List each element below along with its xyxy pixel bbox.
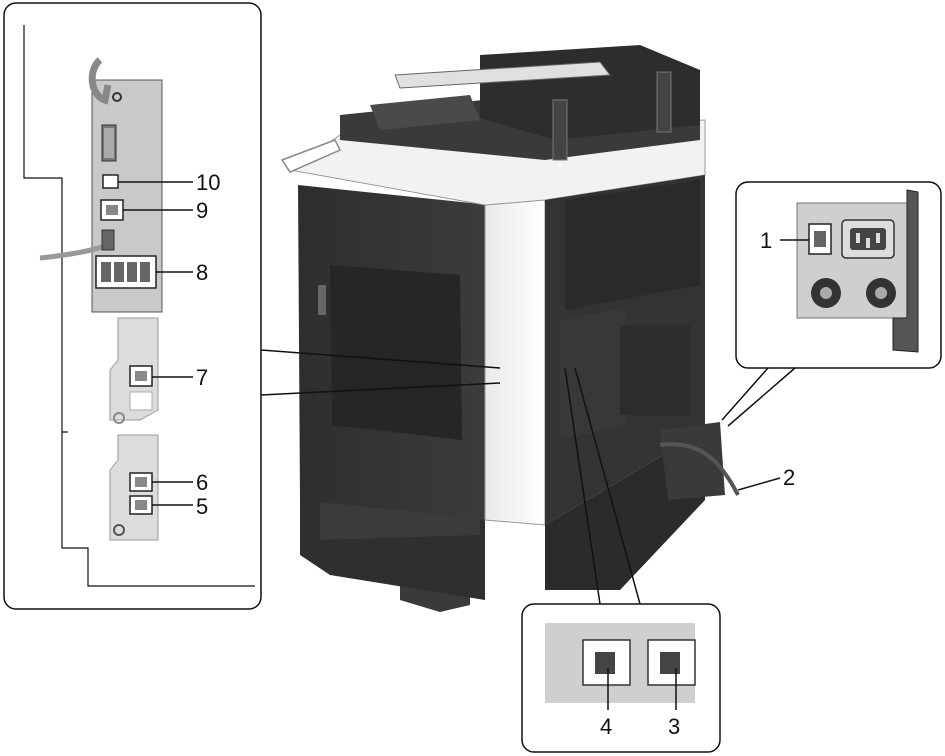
callout-6: 6	[196, 470, 208, 495]
callout-2: 2	[783, 465, 795, 490]
callout-5: 5	[196, 494, 208, 519]
interface-detail-panel	[3, 2, 262, 610]
power-box	[660, 422, 725, 500]
zoom-lines-left	[260, 349, 501, 396]
multifunction-printer	[280, 45, 740, 612]
side-door	[330, 265, 462, 440]
callout-9: 9	[196, 198, 208, 223]
power-detail-panel	[735, 181, 942, 369]
zoom-lines-bottom	[564, 367, 641, 605]
port-detail-panel	[521, 603, 721, 753]
rear-port-box	[560, 308, 625, 440]
callout-10: 10	[196, 170, 220, 195]
callout-7: 7	[196, 365, 208, 390]
white-corner-cover	[484, 199, 546, 526]
callout-4: 4	[600, 714, 612, 739]
callout-1: 1	[760, 228, 772, 253]
leader-2	[737, 477, 781, 491]
zoom-lines-right	[721, 367, 796, 427]
callout-3: 3	[668, 714, 680, 739]
callout-8: 8	[196, 260, 208, 285]
port-10	[102, 174, 119, 189]
feeder-tray	[394, 61, 611, 89]
power-cord	[659, 442, 740, 496]
cable-top	[88, 57, 112, 105]
